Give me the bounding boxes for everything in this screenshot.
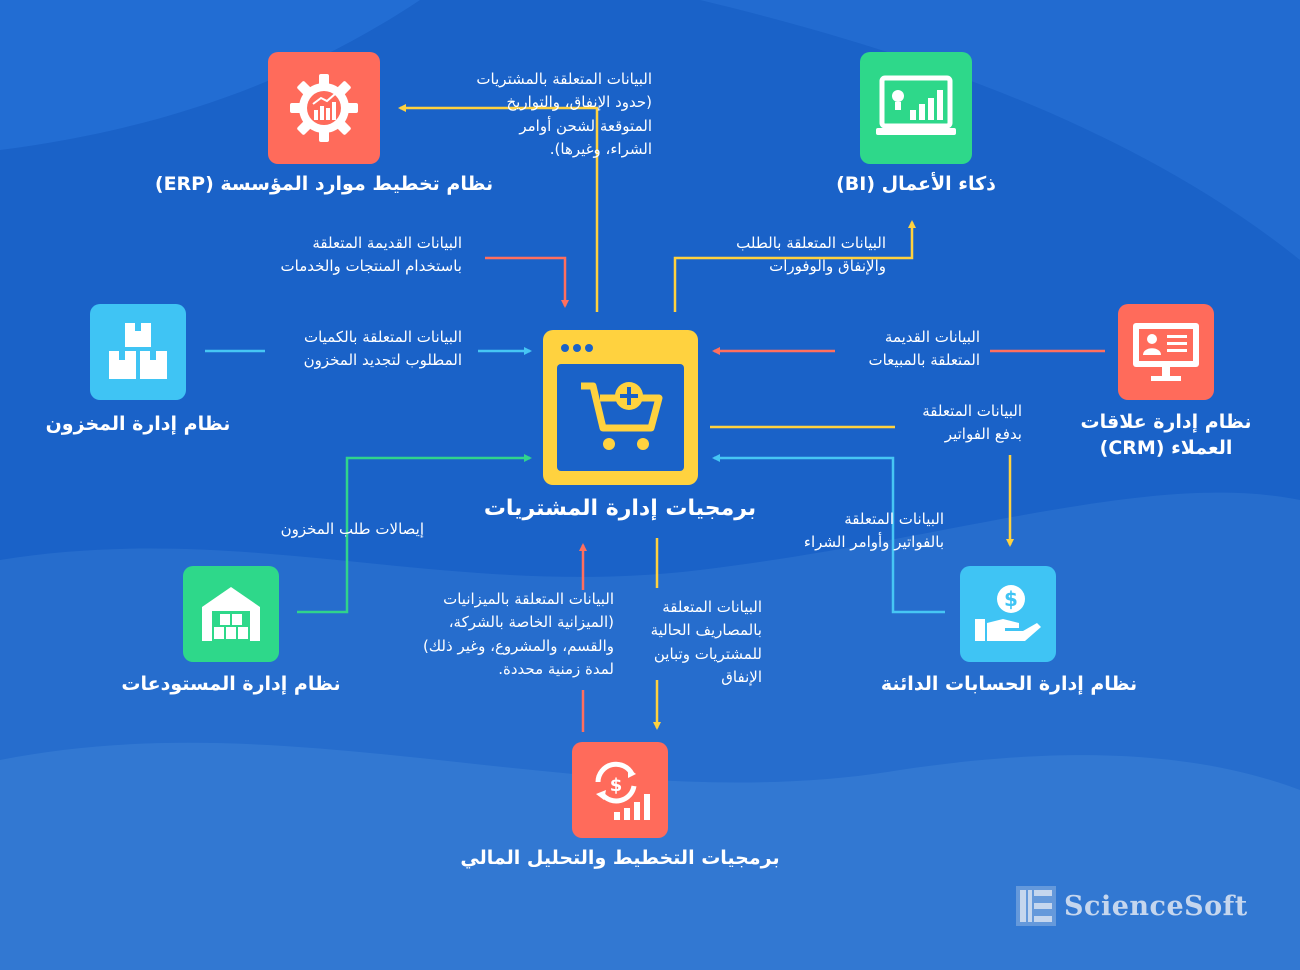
note-from-warehouse: إيصالات طلب المخزون [280,520,424,538]
gear-chart-icon [290,74,358,142]
monitor-profile-icon [1133,323,1199,381]
flow-from-warehouse [297,454,532,614]
boxes-icon [109,323,167,379]
center-title: برمجيات إدارة المشتريات [483,496,757,521]
flow-from-ap [712,454,945,614]
crm-label-line2: العملاء (CRM) [1099,436,1233,459]
sciencesoft-logo-text: ScienceSoft [1064,890,1248,922]
warehouse-box [183,566,279,662]
inventory-label: نظام إدارة المخزون [45,413,231,435]
budget-chart-icon: $ [595,761,650,820]
crm-box [1118,304,1214,400]
note-from-fpa: البيانات المتعلقة بالميزانيات (الميزانية… [422,590,614,678]
monitor-chart-icon [876,75,956,135]
ap-box: $ [960,566,1056,662]
note-to-erp: البيانات المتعلقة بالمشتريات (حدود الإنف… [476,70,652,158]
hand-dollar-icon: $ [975,585,1041,641]
center-box [543,330,698,485]
erp-label: نظام تخطيط موارد المؤسسة (ERP) [154,173,494,195]
warehouse-icon [202,587,260,641]
warehouse-label: نظام إدارة المستودعات [121,673,341,695]
note-from-crm: البيانات القديمة المتعلقة بالمبيعات [868,328,980,370]
erp-box [268,52,380,164]
fpa-label: برمجيات التخطيط والتحليل المالي [460,847,780,869]
note-from-inventory: البيانات المتعلقة بالكميات المطلوب لتجدي… [303,328,462,370]
sciencesoft-logo: ScienceSoft [1014,884,1248,928]
flow-to-ap [710,425,1010,545]
fpa-box: $ [572,742,668,838]
inventory-box [90,304,186,400]
crm-label: نظام إدارة علاقات العملاء (CRM) [1066,410,1266,461]
bi-label: ذكاء الأعمال (BI) [836,173,996,195]
flow-to-erp [398,104,599,312]
svg-text:$: $ [1004,587,1018,611]
svg-text:$: $ [610,775,623,796]
ap-label: نظام إدارة الحسابات الدائنة [880,673,1138,695]
crm-label-line1: نظام إدارة علاقات [1080,411,1252,433]
bi-box [860,52,972,164]
note-to-bi: البيانات المتعلقة بالطلب والإنفاق والوفو… [736,234,886,276]
flow-to-bi [673,220,916,312]
note-from-erp: البيانات القديمة المتعلقة باستخدام المنت… [280,234,463,276]
sciencesoft-logo-icon [1016,886,1056,926]
shopping-cart-add-icon [557,344,684,471]
note-from-ap: البيانات المتعلقة بالفواتير وأوامر الشرا… [803,510,944,552]
flow-from-erp [485,256,569,308]
note-to-ap: البيانات المتعلقة بدفع الفواتير [922,402,1022,444]
note-to-fpa: البيانات المتعلقة بالمصاريف الحالية للمش… [650,598,762,686]
